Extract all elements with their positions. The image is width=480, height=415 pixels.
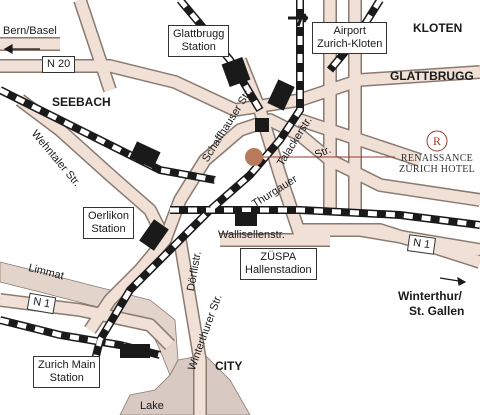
station-zuspa-name: ZÜSPA: [260, 251, 297, 263]
street-wallisellen: Wallisellenstr.: [218, 229, 285, 241]
highway-n20-shield: N 20: [42, 56, 76, 73]
label-lake: Lake: [140, 400, 164, 412]
label-city: CITY: [215, 359, 243, 373]
station-airport: Airport Zurich-Kloten: [312, 22, 388, 54]
station-zuspa-venue: Hallenstadion: [245, 264, 312, 276]
station-glattbrugg: Glattbrugg Station: [168, 25, 230, 57]
label-kloten: KLOTEN: [413, 21, 463, 35]
label-seebach: SEEBACH: [52, 95, 111, 109]
label-glattbrugg: GLATTBRUGG: [390, 69, 474, 83]
station-glattbrugg-type: Station: [181, 41, 216, 53]
label-st-gallen: St. Gallen: [409, 304, 465, 318]
station-glattbrugg-name: Glattbrugg: [173, 28, 225, 40]
hotel-location-marker-icon: [245, 148, 263, 166]
station-zurich-main-name: Zurich Main: [38, 359, 96, 371]
arrow-left-icon: [3, 43, 40, 55]
hotel-name-line1: RENAISSANCE: [400, 153, 474, 164]
hotel-name-line2: ZÜRICH HOTEL: [398, 164, 476, 175]
station-zuspa: ZÜSPA Hallenstadion: [240, 248, 317, 280]
station-oerlikon-type: Station: [91, 223, 126, 235]
arrow-right-icon: [439, 276, 467, 286]
label-bern-basel: Bern/Basel: [3, 25, 57, 37]
label-winterthur: Winterthur/: [398, 289, 462, 303]
station-zurich-main: Zurich Main Station: [33, 356, 101, 388]
airplane-icon: [288, 9, 308, 27]
station-oerlikon: Oerlikon Station: [83, 207, 134, 239]
station-airport-city: Zurich-Kloten: [317, 38, 383, 50]
station-blocks: [120, 56, 295, 358]
hotel-name: RENAISSANCE ZÜRICH HOTEL: [394, 153, 480, 175]
limmat-river: [0, 261, 179, 376]
station-oerlikon-name: Oerlikon: [88, 210, 129, 222]
svg-text:R: R: [433, 134, 441, 148]
station-airport-name: Airport: [333, 25, 366, 37]
highway-n1-east-shield: N 1: [406, 234, 437, 255]
hotel-logo-icon: R: [426, 130, 448, 152]
station-zurich-main-type: Station: [49, 372, 84, 384]
